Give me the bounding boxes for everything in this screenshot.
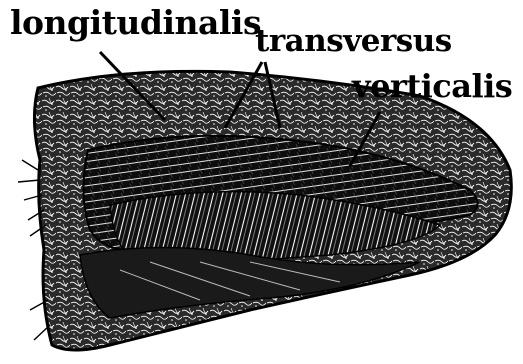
label-verticalis: verticalis [352, 70, 512, 102]
label-transversus: transversus [255, 26, 452, 57]
label-longitudinalis: longitudinalis [10, 6, 261, 39]
